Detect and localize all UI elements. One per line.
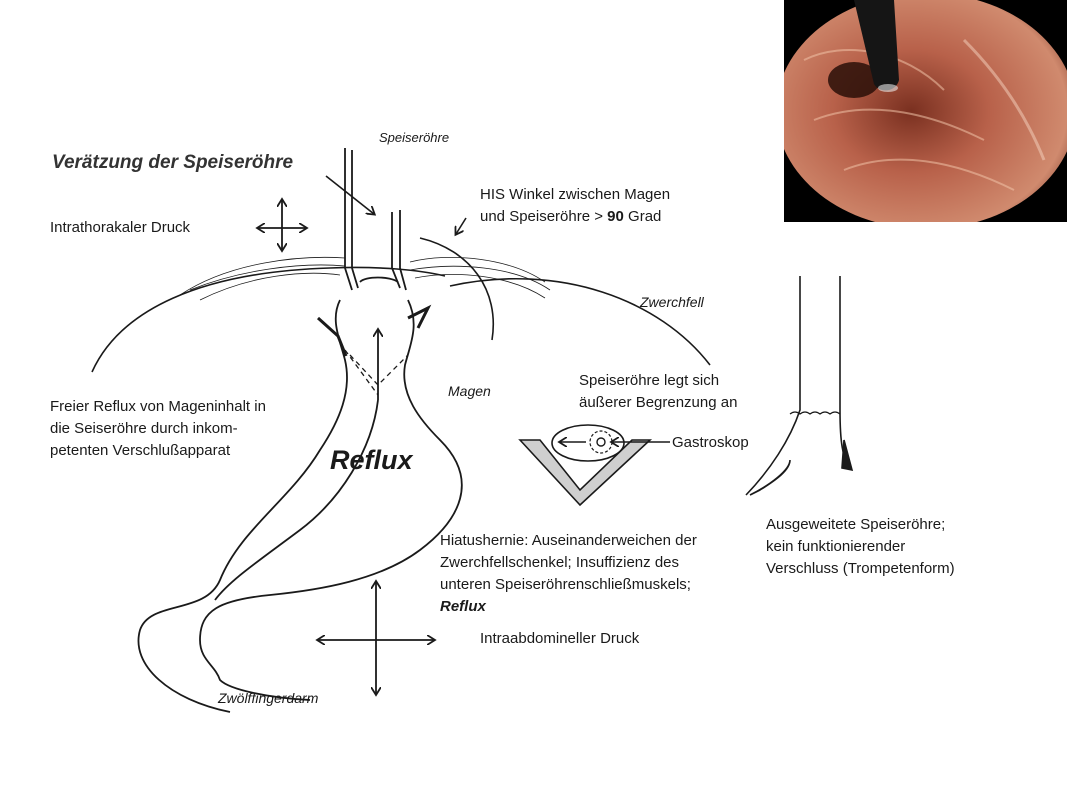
intrathoracic-pressure-arrows bbox=[258, 200, 306, 250]
label-ausgeweitet-line1: Ausgeweitete Speiseröhre; bbox=[766, 516, 946, 533]
label-hiatus-line4: Reflux bbox=[440, 598, 486, 615]
his-arrow bbox=[456, 217, 467, 234]
label-veraetzung: Verätzung der Speiseröhre bbox=[52, 152, 294, 173]
label-his-line1: HIS Winkel zwischen Magen bbox=[480, 186, 671, 203]
label-speiseroehre: Speiseröhre bbox=[379, 130, 450, 145]
trumpet-esophagus-drawing bbox=[745, 276, 854, 496]
label-legt-line2: äußerer Begrenzung an bbox=[579, 394, 738, 411]
label-freier-line3: petenten Verschlußapparat bbox=[50, 442, 231, 459]
endoscopy-photo bbox=[784, 0, 1067, 222]
label-his-line2: und Speiseröhre > 90 Grad bbox=[480, 206, 661, 227]
esophagus-stomach-drawing bbox=[137, 148, 463, 713]
label-intrathorakal: Intrathorakaler Druck bbox=[50, 219, 191, 236]
label-reflux-big: Reflux bbox=[330, 445, 413, 475]
veraetzung-arrow bbox=[325, 175, 374, 214]
diaphragm-drawing bbox=[91, 237, 711, 373]
label-ausgeweitet-line3: Verschluss (Trompetenform) bbox=[766, 560, 955, 577]
label-legt-line1: Speiseröhre legt sich bbox=[579, 372, 720, 389]
label-freier-line1: Freier Reflux von Mageninhalt in bbox=[50, 398, 266, 415]
label-hiatus-line2: Zwerchfellschenkel; Insuffizienz des bbox=[440, 554, 680, 571]
label-zwerchfell: Zwerchfell bbox=[640, 294, 704, 310]
label-freier-line2: die Seiseröhre durch inkom- bbox=[50, 420, 238, 437]
his-text-a: und Speiseröhre > bbox=[480, 208, 608, 225]
label-hiatus-line3: unteren Speiseröhrenschließmuskels; bbox=[440, 576, 691, 593]
label-zwoelffinger: Zwölffingerdarm bbox=[218, 690, 319, 706]
label-magen: Magen bbox=[448, 383, 491, 399]
label-gastroskop: Gastroskop bbox=[672, 434, 749, 451]
label-intraabdominell: Intraabdomineller Druck bbox=[480, 630, 640, 647]
label-hiatus-line1: Hiatushernie: Auseinanderweichen der bbox=[440, 532, 697, 549]
his-text-c: Grad bbox=[623, 208, 662, 225]
intraabdominal-pressure-arrows bbox=[318, 582, 434, 694]
hiatus-inset-drawing bbox=[518, 424, 670, 507]
label-ausgeweitet-line2: kein funktionierender bbox=[766, 538, 906, 555]
his-text-90: 90 bbox=[607, 208, 624, 225]
